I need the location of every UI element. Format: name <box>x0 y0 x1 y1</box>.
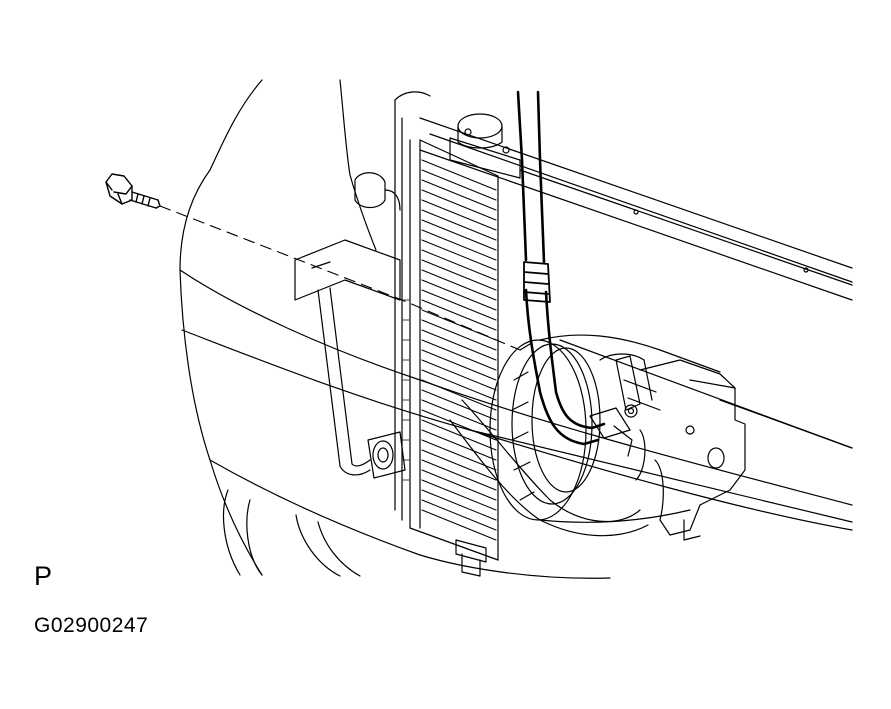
bumper-outline <box>179 79 853 579</box>
front-panel <box>469 339 853 523</box>
condenser-core <box>394 91 499 561</box>
receiver-cap <box>449 113 521 179</box>
bolt-guide-line <box>159 205 521 351</box>
discharge-hose <box>516 90 606 446</box>
lower-fitting <box>367 431 406 479</box>
suction-hose <box>449 399 649 537</box>
compressor <box>489 334 746 541</box>
left-bracket <box>294 172 401 476</box>
upper-crossmember <box>419 117 853 301</box>
compressor-fitting <box>589 404 638 457</box>
bottom-bracket <box>455 539 487 577</box>
view-code-label: P <box>34 561 53 591</box>
bolt <box>105 173 161 209</box>
hose-ferrule <box>523 261 551 303</box>
figure-id-label: G02900247 <box>34 614 149 637</box>
